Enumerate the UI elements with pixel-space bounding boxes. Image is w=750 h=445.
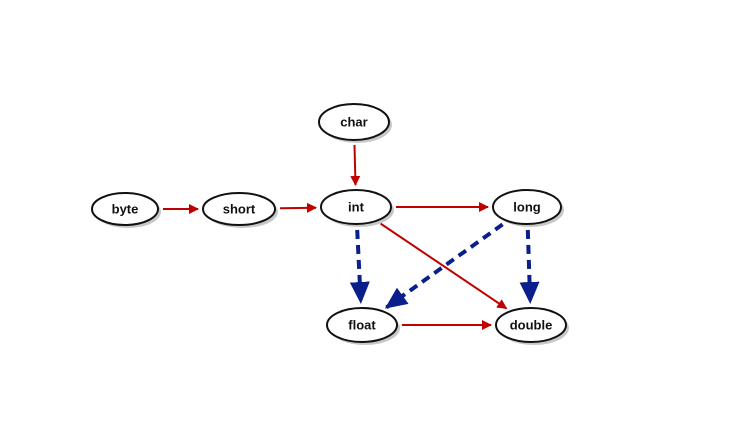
edge-long-to-double [519,229,540,304]
node-byte: byte [91,192,161,228]
edge-int-to-double [380,222,508,310]
node-label: short [223,202,256,217]
node-double: double [495,307,569,345]
node-ellipse [495,307,567,343]
node-ellipse [326,307,398,343]
node-float: float [326,307,400,345]
node-ellipse [202,192,276,226]
node-ellipse [492,189,562,225]
edge-short-to-int [279,202,317,213]
node-long: long [492,189,564,227]
edge-int-to-float [349,229,370,304]
node-label: char [340,115,367,130]
edge-char-to-int [350,144,361,186]
node-ellipse [91,192,159,226]
node-label: double [510,318,553,333]
node-ellipse [320,189,392,225]
node-short: short [202,192,278,228]
edge-long-to-float [384,222,504,310]
edges-layer [163,144,540,330]
node-label: int [348,200,365,215]
node-label: byte [112,202,139,217]
node-ellipse [318,103,390,141]
node-int: int [320,189,394,227]
node-label: long [513,200,540,215]
node-char: char [318,103,392,143]
nodes-layer: byte short char int long float double [91,103,569,345]
node-label: float [348,318,376,333]
